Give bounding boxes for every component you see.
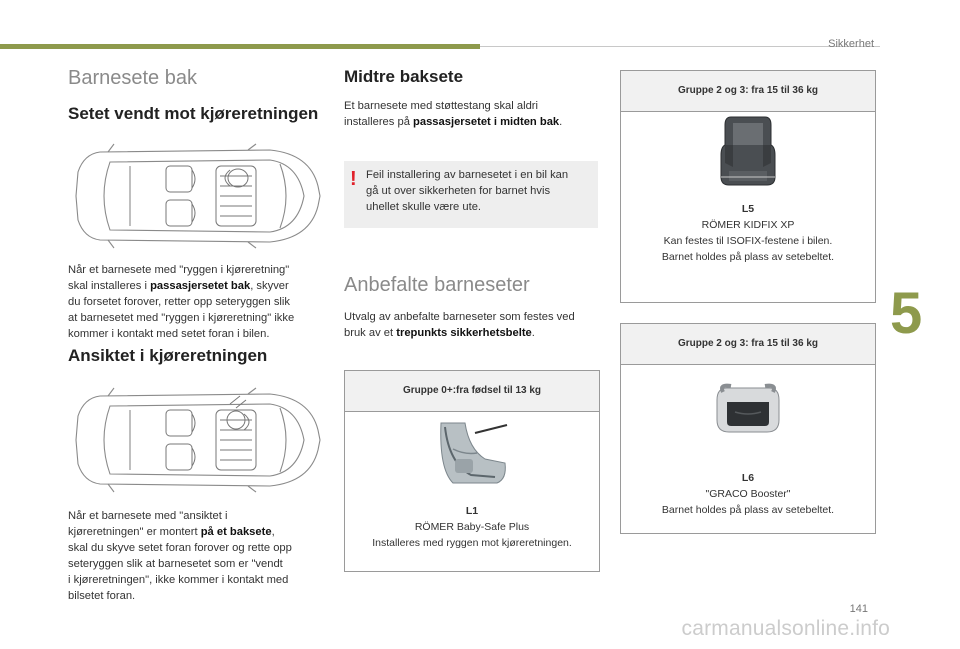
seat-details: L6 "GRACO Booster" Barnet holdes på plas… bbox=[661, 472, 835, 516]
header-rule bbox=[480, 46, 880, 47]
seat-details: L1 RÖMER Baby-Safe Plus Installeres med … bbox=[372, 505, 572, 549]
car-diagram-rear-facing bbox=[75, 143, 321, 249]
heading-rear-facing: Setet vendt mot kjøreretningen bbox=[68, 104, 319, 123]
heading-middle-seat: Midtre baksete bbox=[344, 67, 464, 86]
exclamation-icon: ! bbox=[350, 168, 357, 190]
seat-card-l1: Gruppe 0+:fra fødsel til 13 kg L1 RÖMER … bbox=[344, 370, 600, 572]
header-accent-bar bbox=[0, 44, 480, 49]
heading-forward-facing: Ansiktet i kjøreretningen bbox=[68, 346, 268, 365]
seat-group-label: Gruppe 2 og 3: fra 15 til 36 kg bbox=[621, 71, 875, 112]
section-title: Sikkerhet bbox=[828, 38, 874, 50]
watermark: carmanualsonline.info bbox=[681, 617, 890, 640]
seat-card-l5: Gruppe 2 og 3: fra 15 til 36 kg L5 RÖMER… bbox=[620, 70, 876, 303]
recommended-title: Anbefalte barneseter bbox=[344, 274, 530, 296]
high-back-booster-icon bbox=[720, 116, 776, 186]
seat-card-l6: Gruppe 2 og 3: fra 15 til 36 kg L6 "GRAC… bbox=[620, 323, 876, 534]
page-number: 141 bbox=[849, 603, 868, 615]
chapter-number: 5 bbox=[890, 281, 923, 346]
car-diagram-forward-facing bbox=[75, 387, 321, 493]
warning-box: ! Feil installering av barnesetet i en b… bbox=[344, 161, 598, 228]
seat-details: L5 RÖMER KIDFIX XP Kan festes til ISOFIX… bbox=[661, 203, 835, 263]
infant-carrier-icon bbox=[440, 422, 508, 484]
recommended-paragraph: Utvalg av anbefalte barneseter som feste… bbox=[344, 311, 575, 339]
warning-text: Feil installering av barnesetet i en bil… bbox=[366, 169, 569, 213]
middle-seat-paragraph: Et barnesete med støttestang skal aldri … bbox=[344, 100, 563, 128]
seat-group-label: Gruppe 0+:fra fødsel til 13 kg bbox=[345, 371, 599, 412]
rear-facing-paragraph: Når et barnesete med "ryggen i kjøreretn… bbox=[68, 264, 295, 340]
page-title: Barnesete bak bbox=[68, 67, 197, 89]
forward-facing-paragraph: Når et barnesete med "ansiktet i kjørere… bbox=[68, 510, 292, 602]
booster-cushion-icon bbox=[716, 383, 780, 433]
seat-group-label: Gruppe 2 og 3: fra 15 til 36 kg bbox=[621, 324, 875, 365]
